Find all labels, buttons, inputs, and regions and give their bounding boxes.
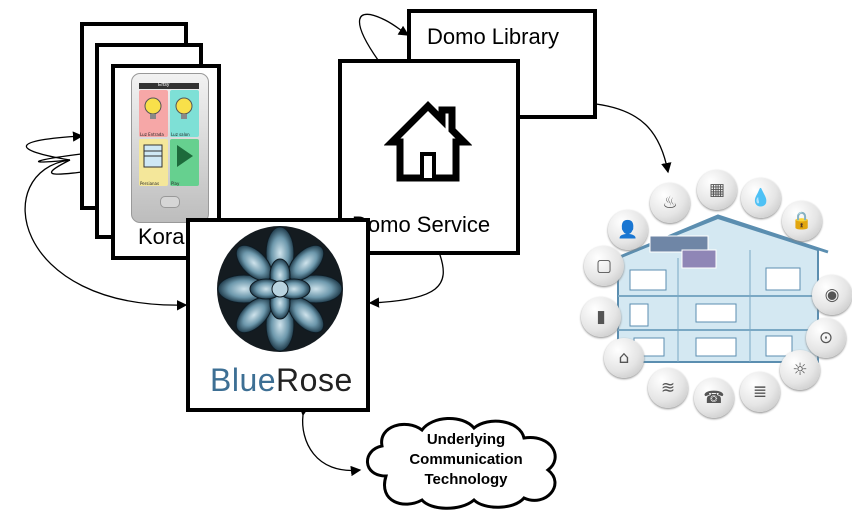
smart-house-illustration [607, 214, 829, 363]
arrow-to-phone-1 [25, 131, 84, 161]
cloud-line-3: Technology [424, 471, 508, 488]
phone-screen: Luz Entrada Luz salon Persianas Play [139, 90, 199, 186]
arrow-to-phone-2 [37, 147, 99, 163]
blinds-icon: ≣ [740, 372, 780, 412]
arrow-service-library [359, 13, 410, 71]
water-drop-icon: 💧 [741, 178, 781, 218]
house-pixel-icon [384, 101, 472, 182]
domo-service-label: Domo Service [352, 212, 491, 237]
tile-play: Play [170, 139, 199, 186]
tile-caption: Play [171, 181, 180, 186]
arrow-library-house [586, 97, 672, 174]
tile-caption: Luz salon [171, 132, 190, 137]
phone-home-button [160, 196, 180, 208]
arrow-phone-to-bluerose [24, 159, 188, 311]
tile-persianas: Persianas [139, 139, 168, 186]
bluerose-logo-blue: Blue [210, 362, 277, 398]
window-icon: ▢ [584, 246, 624, 286]
succulent-image [217, 226, 343, 352]
bluerose-logo-rose: Rose [276, 362, 353, 398]
solar-panel-icon: ▦ [697, 170, 737, 210]
cloud-line-1: Underlying [426, 431, 506, 448]
tile-luz-salon: Luz salon [170, 90, 199, 137]
cloud-line-2: Communication [409, 451, 523, 468]
tile-caption: Persianas [140, 181, 160, 186]
light-bulb-icon [175, 97, 193, 119]
eye-icon: ◉ [812, 275, 852, 315]
lock-icon: 🔒 [782, 201, 822, 241]
tile-luz-entrada: Luz Entrada [139, 90, 168, 137]
domo-library-label: Domo Library [427, 24, 560, 49]
remote-control-icon: ▮ [581, 297, 621, 337]
home-icon: ⌂ [604, 338, 644, 378]
heater-icon: ≋ [648, 368, 688, 408]
cloud-text: Underlying Communication Technology [396, 430, 536, 490]
blinds-icon [143, 144, 163, 168]
heating-icon: ♨ [650, 183, 690, 223]
socket-icon: ⊙ [806, 318, 846, 358]
arrow-service-bluerose [368, 244, 444, 308]
intercom-icon: 👤 [608, 210, 648, 250]
phone-status-text: Ertsy [158, 82, 170, 88]
kora-label: Kora [138, 224, 185, 249]
bluerose-logo: BlueRose [210, 362, 353, 399]
arrow-bluerose-cloud [298, 405, 362, 477]
play-icon [177, 145, 193, 167]
light-icon: ☼ [780, 350, 820, 390]
tile-caption: Luz Entrada [140, 132, 164, 137]
cloud-shape [366, 416, 557, 510]
light-bulb-icon [144, 97, 162, 119]
phone-status-bar [139, 83, 199, 89]
phone-icon: ☎ [694, 378, 734, 418]
